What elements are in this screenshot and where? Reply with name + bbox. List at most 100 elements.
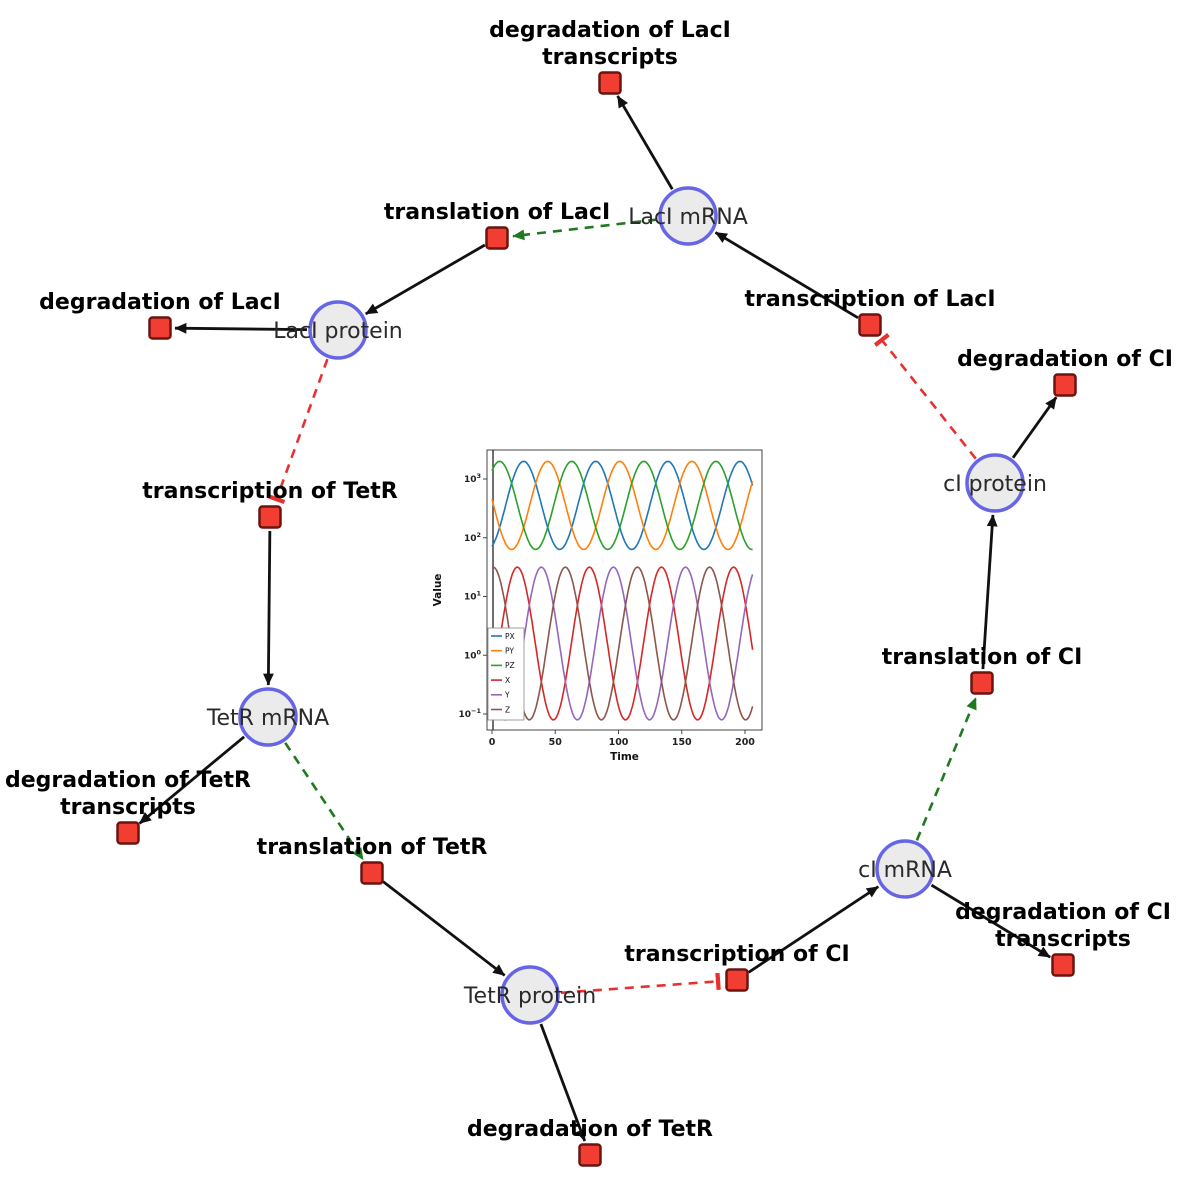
- reaction-label: transcription of TetR: [142, 479, 398, 504]
- reaction-degradation-of-ci: degradation of CI: [957, 347, 1173, 397]
- species-label: LacI mRNA: [628, 205, 748, 230]
- chart-series-PZ: [491, 460, 753, 551]
- edge-inhibition-tetr-protein-to-transcription-of-ci: [560, 972, 721, 995]
- edge-consumption-tetr-mrna-to-degradation-of-tetr-transcripts: [138, 735, 246, 825]
- legend-label: PY: [505, 647, 514, 656]
- reaction-translation-of-tetr: translation of TetR: [257, 835, 488, 885]
- reaction-label: transcripts: [995, 927, 1131, 952]
- species-label: cI mRNA: [858, 858, 952, 883]
- reaction-translation-of-laci: translation of LacI: [384, 200, 610, 250]
- legend-label: PX: [505, 632, 515, 641]
- reaction-transcription-of-laci: transcription of LacI: [744, 287, 996, 337]
- chart-series-X: [491, 566, 754, 721]
- reaction-translation-of-ci: translation of CI: [882, 645, 1083, 695]
- edge-production-transcription-of-ci-to-ci-mrna: [747, 885, 880, 974]
- y-tick-label: 10−1: [458, 707, 481, 720]
- ci-mrna-node[interactable]: [875, 839, 935, 899]
- edge-production-transcription-of-tetr-to-tetr-mrna: [263, 530, 274, 686]
- laci-protein-node[interactable]: [308, 300, 368, 360]
- species-laci-mrna: LacI mRNA: [628, 186, 748, 246]
- species-tetr-protein: TetR protein: [463, 965, 596, 1025]
- edge-consumption-laci-mrna-to-degradation-of-laci-transcripts: [616, 95, 674, 190]
- species-tetr-mrna: TetR mRNA: [206, 687, 329, 747]
- x-tick-label: 0: [489, 737, 496, 748]
- translation-of-ci-node[interactable]: [970, 671, 994, 695]
- laci-mrna-node[interactable]: [658, 186, 718, 246]
- transcription-of-ci-node[interactable]: [725, 968, 749, 992]
- reaction-transcription-of-tetr: transcription of TetR: [142, 479, 398, 529]
- edge-activation-laci-mrna-to-translation-of-laci: [512, 218, 658, 241]
- chart-legend: PX PY PZ XYZ: [487, 627, 525, 721]
- reaction-label: transcription of LacI: [744, 287, 995, 312]
- edge-production-transcription-of-laci-to-laci-mrna: [714, 231, 859, 320]
- legend-label: Y: [504, 691, 510, 700]
- x-tick-label: 50: [549, 737, 563, 748]
- translation-of-tetr-node[interactable]: [360, 861, 384, 885]
- y-tick-label: 103: [464, 472, 481, 485]
- reaction-transcription-of-ci: transcription of CI: [624, 942, 850, 992]
- edge-consumption-ci-protein-to-degradation-of-ci: [1011, 396, 1058, 459]
- reaction-label: translation of LacI: [384, 200, 610, 225]
- edge-consumption-ci-mrna-to-degradation-of-ci-transcripts: [930, 883, 1051, 959]
- reaction-label: degradation of CI: [957, 347, 1173, 372]
- reaction-label: translation of TetR: [257, 835, 488, 860]
- x-tick-label: 100: [609, 737, 629, 748]
- reaction-label: translation of CI: [882, 645, 1083, 670]
- species-label: cI protein: [943, 472, 1047, 497]
- tetr-protein-node[interactable]: [500, 965, 560, 1025]
- edge-consumption-laci-protein-to-degradation-of-laci: [174, 322, 308, 334]
- x-tick-label: 150: [672, 737, 692, 748]
- species-label: LacI protein: [273, 319, 403, 344]
- translation-of-laci-node[interactable]: [485, 226, 509, 250]
- edge-inhibition-laci-protein-to-transcription-of-tetr: [267, 358, 329, 505]
- reaction-label: transcripts: [542, 45, 678, 70]
- reaction-label: degradation of CI: [955, 900, 1171, 925]
- species-ci-mrna: cI mRNA: [858, 839, 952, 899]
- chart-series-PY: [491, 460, 754, 551]
- degradation-of-tetr-node[interactable]: [578, 1143, 602, 1167]
- degradation-of-ci-transcripts-node[interactable]: [1051, 953, 1075, 977]
- reaction-label: transcripts: [60, 795, 196, 820]
- y-tick-label: 101: [464, 590, 482, 603]
- legend-label: Z: [505, 705, 510, 714]
- reaction-label: transcription of CI: [624, 942, 849, 967]
- edge-production-translation-of-laci-to-laci-protein: [364, 243, 486, 316]
- reaction-label: degradation of LacI: [489, 18, 731, 43]
- legend-label: PZ: [505, 661, 515, 670]
- chart-series-Z: [491, 566, 754, 721]
- edge-activation-ci-mrna-to-translation-of-ci: [915, 697, 978, 841]
- edge-consumption-tetr-protein-to-degradation-of-tetr: [539, 1023, 587, 1142]
- degradation-of-tetr-transcripts-node[interactable]: [116, 821, 140, 845]
- degradation-of-laci-transcripts-node[interactable]: [598, 71, 622, 95]
- legend-box: [487, 627, 525, 721]
- x-tick-label: 200: [735, 737, 755, 748]
- y-axis-label: Value: [432, 574, 444, 607]
- x-axis-label: Time: [610, 751, 639, 763]
- reaction-degradation-of-tetr: degradation of TetR: [467, 1117, 713, 1167]
- transcription-of-tetr-node[interactable]: [258, 505, 282, 529]
- ci-protein-node[interactable]: [965, 453, 1025, 513]
- tetr-mrna-node[interactable]: [238, 687, 298, 747]
- degradation-of-laci-node[interactable]: [148, 316, 172, 340]
- reaction-label: degradation of TetR: [467, 1117, 713, 1142]
- edges-layer: [138, 95, 1058, 1142]
- reaction-label: degradation of TetR: [5, 768, 251, 793]
- chart-plot-area: [486, 449, 763, 731]
- species-laci-protein: LacI protein: [273, 300, 403, 360]
- transcription-of-laci-node[interactable]: [858, 313, 882, 337]
- degradation-of-ci-node[interactable]: [1053, 373, 1077, 397]
- edge-production-translation-of-tetr-to-tetr-protein: [382, 880, 506, 977]
- legend-label: X: [505, 676, 510, 685]
- species-label: TetR protein: [463, 984, 596, 1009]
- y-tick-label: 100: [464, 648, 482, 661]
- species-ci-protein: cI protein: [943, 453, 1047, 513]
- reaction-degradation-of-laci: degradation of LacI: [39, 290, 281, 340]
- edge-activation-tetr-mrna-to-translation-of-tetr: [284, 742, 365, 861]
- y-tick-label: 102: [464, 531, 481, 544]
